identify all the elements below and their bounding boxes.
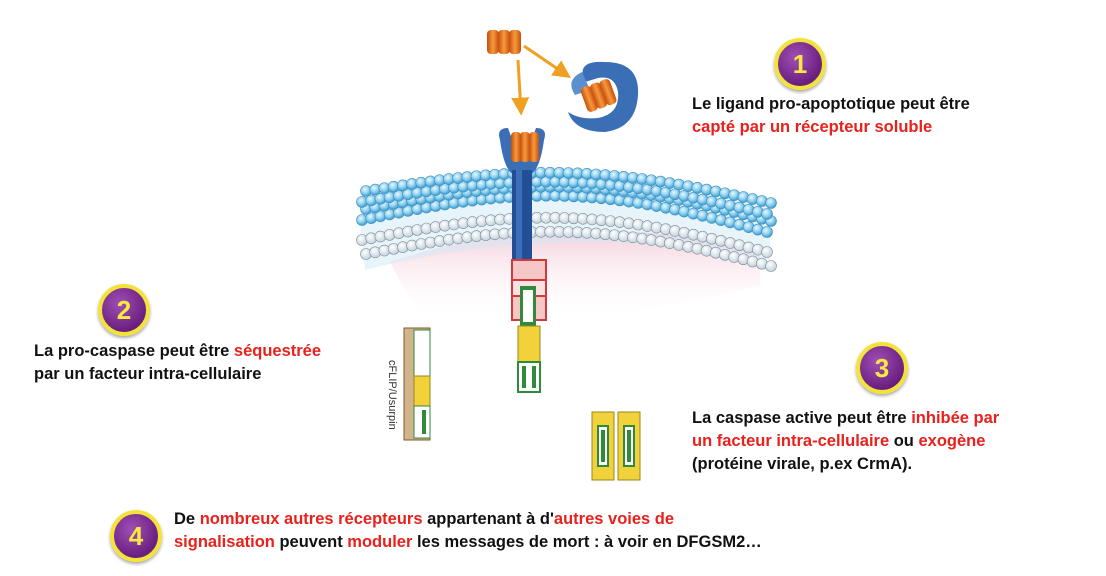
note-2-pre: La pro-caspase peut être <box>34 342 234 360</box>
cflip-label: cFLIP/Usurpin <box>386 360 398 430</box>
note-4-h4: moduler <box>347 533 413 551</box>
marker-1: 1 <box>774 38 826 90</box>
cflip-usurpin <box>403 327 431 441</box>
note-4-p2: appartenant à d' <box>422 510 554 528</box>
note-4-h3: signalisation <box>174 533 275 551</box>
note-1-line2: capté par un récepteur soluble <box>692 118 933 136</box>
marker-4: 4 <box>110 510 162 562</box>
note-3-highlight-1: inhibée par <box>911 409 1000 427</box>
note-2: La pro-caspase peut être séquestrée par … <box>34 340 321 386</box>
note-2-highlight: séquestrée <box>233 342 322 360</box>
note-4-p4: les messages de mort : à voir en DFGSM2… <box>412 533 762 551</box>
note-3-pre: La caspase active peut être <box>692 409 912 427</box>
arrow-to-membrane-receptor <box>511 59 530 116</box>
note-3-line3: (protéine virale, p.ex CrmA). <box>692 455 913 473</box>
note-3: La caspase active peut être inhibée par … <box>692 407 999 476</box>
note-2-line2: par un facteur intra-cellulaire <box>34 365 262 383</box>
note-4-p3: peuvent <box>274 533 348 551</box>
adaptor-complex <box>511 259 547 326</box>
arrow-to-soluble-receptor <box>523 44 571 79</box>
pro-caspase <box>517 325 541 393</box>
note-1: Le ligand pro-apoptotique peut être capt… <box>692 93 970 139</box>
note-4-h2: autres voies de <box>553 510 675 528</box>
marker-3: 3 <box>856 342 908 394</box>
active-caspase <box>591 411 641 481</box>
cell-membrane <box>356 166 777 272</box>
note-3-mid: ou <box>889 432 919 450</box>
note-4-p1: De <box>174 510 200 528</box>
note-1-line1: Le ligand pro-apoptotique peut être <box>692 95 970 113</box>
note-4-h1: nombreux autres récepteurs <box>199 510 423 528</box>
note-3-highlight-2: un facteur intra-cellulaire <box>692 432 890 450</box>
membrane-receptor <box>499 128 545 260</box>
soluble-receptor <box>568 61 639 133</box>
marker-2: 2 <box>98 284 150 336</box>
note-3-highlight-3: exogène <box>918 432 986 450</box>
ligand-trimer <box>487 30 521 54</box>
cytoplasm-zone <box>390 230 760 321</box>
note-4: De nombreux autres récepteurs appartenan… <box>174 508 762 554</box>
